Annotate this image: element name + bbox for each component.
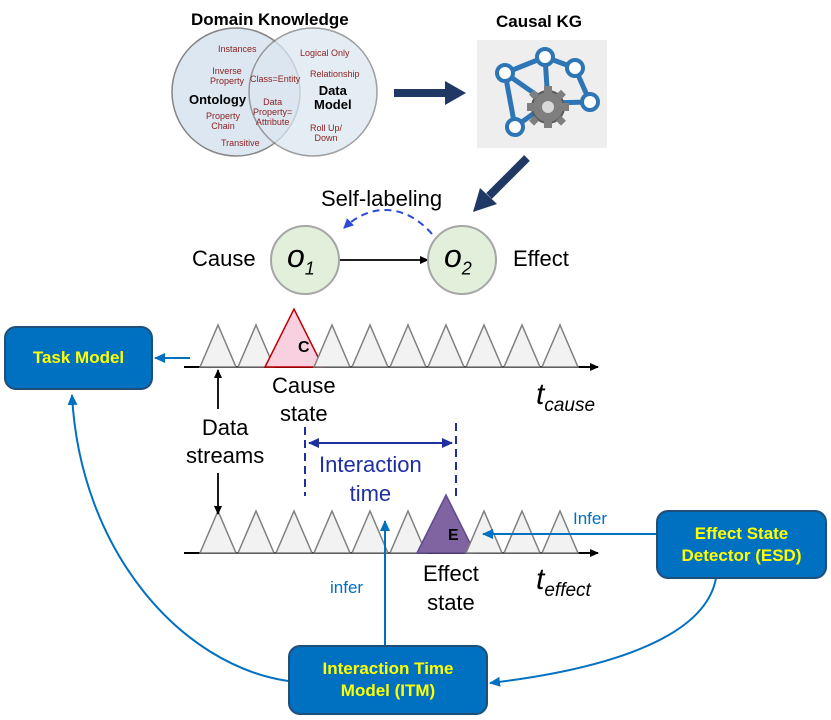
t-cause-sub: cause: [544, 395, 596, 416]
venn-property-chain: Property Chain: [206, 111, 241, 131]
cause-stream-triangle: [312, 323, 352, 368]
o1-label: o1: [287, 238, 315, 279]
venn-roll-up: Roll Up/ Down: [310, 123, 343, 143]
venn-data-model: Data Model: [314, 83, 352, 112]
t-effect-sub: effect: [544, 580, 591, 601]
o1-subscript: 1: [304, 258, 315, 279]
top-arrows: [394, 81, 530, 212]
c-marker-label: C: [298, 339, 310, 356]
self-labeling-arrow: [343, 208, 433, 235]
domain-knowledge-title: Domain Knowledge: [191, 10, 349, 29]
venn-inverse-property: Inverse Property: [210, 66, 245, 86]
effect-stream-triangle: [350, 509, 390, 554]
blue-connectors: [67, 353, 717, 687]
infer-upper-label: Infer: [573, 509, 608, 528]
venn-class-entity: Class=Entity: [250, 74, 301, 84]
venn-ontology: Ontology: [189, 92, 247, 107]
venn-logical-only: Logical Only: [300, 48, 350, 58]
t-effect-main: t: [536, 563, 545, 596]
venn-relationship: Relationship: [310, 69, 360, 79]
cause-stream-triangle: [388, 323, 428, 368]
cause-stream-highlight-triangle: [263, 307, 325, 368]
t-cause-main: t: [536, 378, 545, 411]
causal-kg-title: Causal KG: [496, 12, 582, 31]
venn-data-property: Data Property= Attribute: [253, 97, 293, 127]
t-cause-label: tcause: [536, 378, 595, 417]
effect-state-label: Effect state: [423, 561, 479, 615]
effect-stream-highlight-triangle: [415, 493, 477, 554]
data-streams-label: Data streams: [186, 415, 265, 468]
effect-stream-triangle: [236, 509, 276, 554]
cause-timeline: [184, 307, 599, 371]
cause-label: Cause: [192, 246, 256, 271]
effect-timeline: [184, 493, 599, 557]
interaction-time-marker: [304, 423, 457, 496]
venn-transitive: Transitive: [221, 138, 260, 148]
itm-box[interactable]: Interaction Time Model (ITM): [288, 645, 488, 715]
venn-diagram: [171, 27, 378, 157]
cause-stream-triangle: [426, 323, 466, 368]
interaction-time-label: Interaction time: [319, 450, 422, 508]
data-model-circle: [248, 27, 378, 157]
task-model-box[interactable]: Task Model: [4, 326, 153, 390]
o2-letter: o: [444, 238, 462, 274]
effect-stream-triangle: [198, 509, 238, 554]
effect-stream-triangle: [388, 509, 428, 554]
o1-letter: o: [287, 238, 305, 274]
self-labeling-label: Self-labeling: [321, 186, 443, 211]
effect-stream-triangle: [464, 509, 504, 554]
esd-box[interactable]: Effect State Detector (ESD): [656, 510, 827, 579]
o2-label: o2: [444, 238, 472, 279]
infer-lower-label: infer: [330, 578, 364, 597]
o2-subscript: 2: [461, 258, 472, 279]
causal-kg-icon: [477, 40, 607, 148]
cause-stream-triangle: [540, 323, 580, 368]
cause-stream-triangle: [198, 323, 238, 368]
effect-stream-triangle: [540, 509, 580, 554]
effect-stream-triangle: [502, 509, 542, 554]
cause-stream-triangle: [350, 323, 390, 368]
t-effect-label: teffect: [536, 563, 591, 602]
effect-stream-triangle: [312, 509, 352, 554]
cause-state-label: Cause state: [272, 373, 336, 426]
e-marker-label: E: [448, 527, 459, 544]
cause-stream-triangle: [464, 323, 504, 368]
node-o1: [270, 225, 340, 295]
effect-stream-triangle: [274, 509, 314, 554]
cause-stream-triangle: [236, 323, 276, 368]
effect-label: Effect: [513, 246, 569, 271]
cause-stream-triangle: [502, 323, 542, 368]
node-o2: [427, 225, 497, 295]
gear-icon: [527, 86, 569, 128]
venn-instances: Instances: [218, 44, 257, 54]
